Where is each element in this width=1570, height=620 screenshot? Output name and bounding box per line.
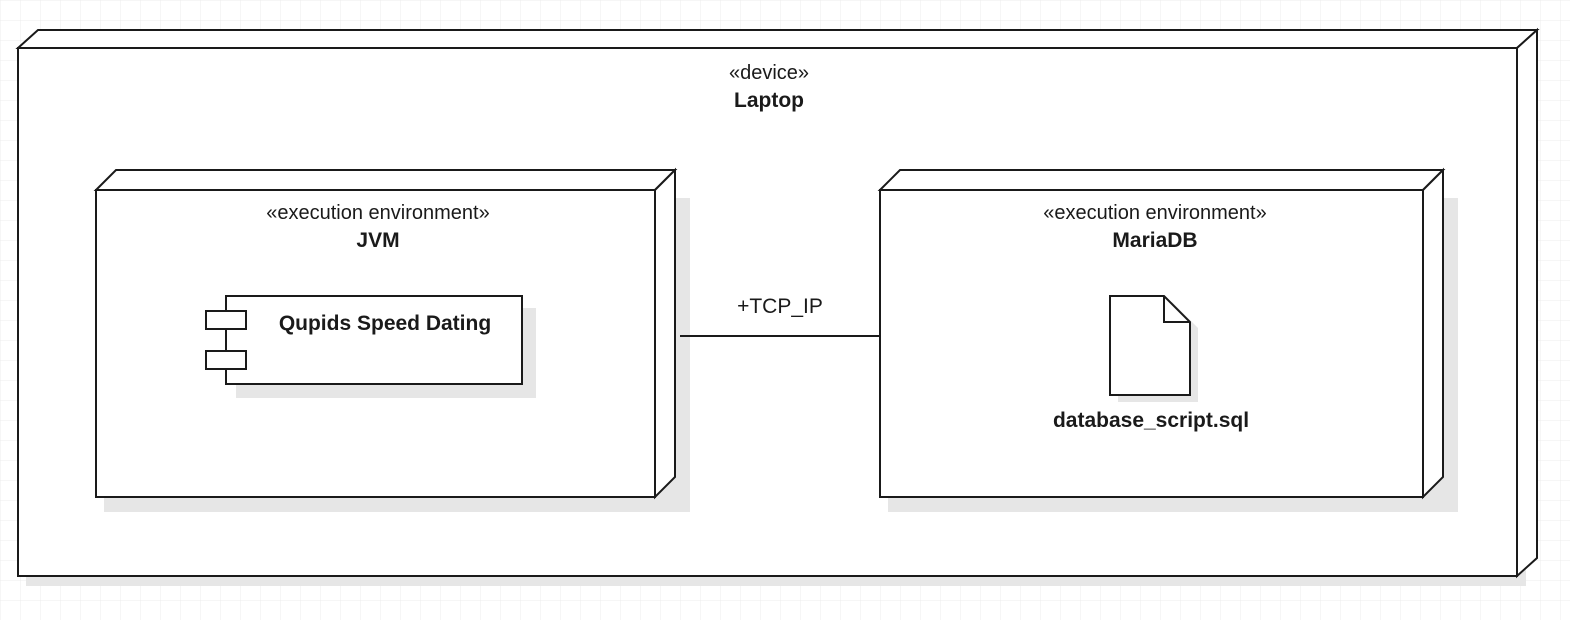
file-fold-icon <box>1163 296 1190 323</box>
device-node-top <box>15 29 1540 49</box>
device-name: Laptop <box>734 89 804 112</box>
component-port-lower <box>205 350 247 370</box>
component-port-upper <box>205 310 247 330</box>
connection-label: +TCP_IP <box>737 295 823 318</box>
jvm-stereotype: «execution environment» <box>266 202 489 224</box>
connection-tcp-ip[interactable]: +TCP_IP <box>680 295 880 337</box>
device-node-side <box>1516 27 1538 579</box>
component-label: Qupids Speed Dating <box>279 312 491 335</box>
jvm-node-side <box>654 167 676 500</box>
component-body <box>225 295 523 385</box>
exec-env-node-mariadb[interactable]: «execution environment» MariaDB database… <box>877 167 1458 512</box>
mariadb-name: MariaDB <box>1112 229 1197 252</box>
mariadb-stereotype: «execution environment» <box>1043 202 1266 224</box>
jvm-node-top <box>93 169 678 191</box>
artifact-database-script[interactable]: database_script.sql <box>1053 295 1249 432</box>
component-qupids-speed-dating[interactable]: Qupids Speed Dating <box>205 295 536 398</box>
file-icon <box>1109 295 1191 396</box>
device-stereotype: «device» <box>729 62 809 84</box>
jvm-name: JVM <box>356 229 399 252</box>
exec-env-node-jvm[interactable]: «execution environment» JVM Qupids Speed… <box>93 167 690 512</box>
mariadb-node-side <box>1422 167 1444 500</box>
mariadb-node-top <box>877 169 1446 191</box>
artifact-label: database_script.sql <box>1053 409 1249 432</box>
